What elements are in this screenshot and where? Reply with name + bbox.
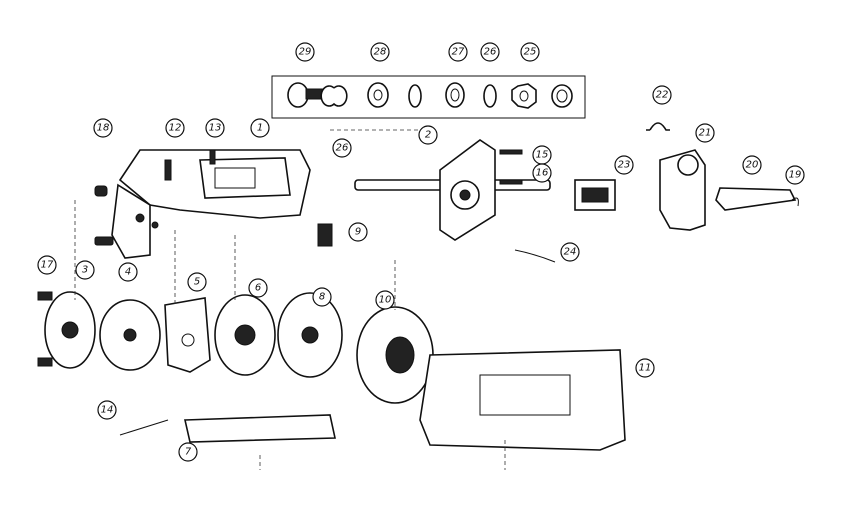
callout-9-label: 9 xyxy=(355,227,361,238)
callout-11: 11 xyxy=(635,358,655,378)
callout-1: 1 xyxy=(250,118,270,138)
main-frame xyxy=(94,149,311,259)
callout-28-label: 28 xyxy=(374,47,387,58)
bracket-parts xyxy=(514,122,799,263)
callout-26: 26 xyxy=(332,138,352,158)
callout-18: 18 xyxy=(93,118,113,138)
bushing-29 xyxy=(287,82,309,108)
screw-17 xyxy=(37,291,53,301)
callout-3-label: 3 xyxy=(82,265,88,276)
callout-18-label: 18 xyxy=(97,123,110,134)
callout-26-label: 26 xyxy=(336,143,349,154)
callout-4: 4 xyxy=(118,262,138,282)
switch-9 xyxy=(317,223,333,247)
callout-17: 17 xyxy=(37,255,57,275)
washer-24 xyxy=(551,84,573,108)
callout-13-label: 13 xyxy=(209,123,222,134)
callout-6-label: 6 xyxy=(255,283,261,294)
callout-5-label: 5 xyxy=(194,277,200,288)
callout-16-label: 16 xyxy=(536,168,549,179)
callout-28: 28 xyxy=(370,42,390,62)
callout-27: 27 xyxy=(448,42,468,62)
callout-3: 3 xyxy=(75,260,95,280)
screw-15 xyxy=(499,149,523,155)
screw-16 xyxy=(499,179,523,185)
callout-12: 12 xyxy=(165,118,185,138)
callout-24b: 24 xyxy=(560,242,580,262)
callout-16: 16 xyxy=(532,163,552,183)
callout-19-label: 19 xyxy=(789,170,802,181)
callout-15: 15 xyxy=(532,145,552,165)
washer-26b xyxy=(483,84,497,108)
callout-1-label: 1 xyxy=(257,123,263,134)
callout-6: 6 xyxy=(248,278,268,298)
wafer-5 xyxy=(164,297,211,373)
pin-14 xyxy=(119,419,169,436)
callout-7-label: 7 xyxy=(185,447,192,458)
callout-14: 14 xyxy=(97,400,117,420)
clip-22 xyxy=(646,122,670,131)
callout-11-label: 11 xyxy=(639,363,652,374)
callout-22-label: 22 xyxy=(656,90,669,101)
part-18 xyxy=(94,185,108,197)
callout-14-label: 14 xyxy=(101,405,114,416)
callout-9: 9 xyxy=(348,222,368,242)
callout-20: 20 xyxy=(742,155,762,175)
hardware-tray xyxy=(271,75,586,119)
wafer-row xyxy=(37,291,434,404)
callout-8-label: 8 xyxy=(319,292,325,303)
callout-27-label: 27 xyxy=(452,47,465,58)
washer-a xyxy=(408,84,422,108)
callout-12-label: 12 xyxy=(169,123,182,134)
washer-26 xyxy=(320,85,348,107)
callout-7: 7 xyxy=(178,442,198,462)
callout-10: 10 xyxy=(375,290,395,310)
callout-13: 13 xyxy=(205,118,225,138)
callout-15-label: 15 xyxy=(536,150,549,161)
callout-20-label: 20 xyxy=(746,160,759,171)
callout-10-label: 10 xyxy=(379,295,392,306)
nut-25 xyxy=(511,83,537,109)
screw-17-upper xyxy=(94,236,114,246)
shaft-20 xyxy=(715,187,797,211)
contact-strip-7 xyxy=(184,414,336,443)
callout-26-top-label: 26 xyxy=(484,47,497,58)
callout-21-label: 21 xyxy=(699,128,712,139)
callout-4-label: 4 xyxy=(125,267,131,278)
callout-25-label: 25 xyxy=(524,47,537,58)
callout-19: 19 xyxy=(785,165,805,185)
nut-28 xyxy=(367,82,389,108)
alignment-lines xyxy=(74,129,506,470)
callout-8: 8 xyxy=(312,287,332,307)
callout-29: 29 xyxy=(295,42,315,62)
callout-5: 5 xyxy=(187,272,207,292)
callout-24b-label: 24 xyxy=(564,247,577,258)
callout-21: 21 xyxy=(695,123,715,143)
washer-27 xyxy=(445,82,465,108)
callout-26-top: 26 xyxy=(480,42,500,62)
callout-2-label: 2 xyxy=(425,130,431,141)
callout-23-label: 23 xyxy=(618,160,631,171)
spring-24 xyxy=(514,249,556,263)
callout-22: 22 xyxy=(652,85,672,105)
callout-25: 25 xyxy=(520,42,540,62)
callout-29-label: 29 xyxy=(299,47,312,58)
shaft-assembly xyxy=(354,139,551,241)
housing-11 xyxy=(419,349,626,451)
callout-17-label: 17 xyxy=(41,260,54,271)
callout-2: 2 xyxy=(418,125,438,145)
callout-23: 23 xyxy=(614,155,634,175)
spring-19 xyxy=(791,197,799,207)
